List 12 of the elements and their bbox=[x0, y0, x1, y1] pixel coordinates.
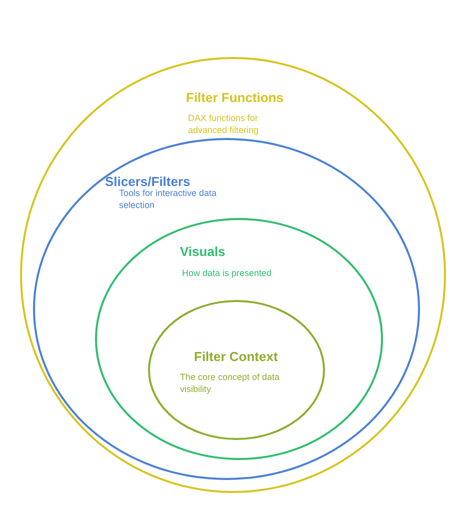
region-description: How data is presented bbox=[182, 267, 273, 279]
region-description: DAX functions for advanced filtering bbox=[188, 112, 260, 136]
circle-region bbox=[33, 138, 420, 480]
region-description: The core concept of data visibility bbox=[180, 371, 280, 395]
region-title: Visuals bbox=[180, 244, 226, 259]
circle-region bbox=[95, 218, 383, 460]
region-title: Filter Context bbox=[194, 349, 278, 364]
region-title: Slicers/Filters bbox=[105, 174, 190, 189]
circle-region bbox=[20, 57, 446, 493]
circle-region bbox=[148, 300, 325, 440]
region-title: Filter Functions bbox=[186, 90, 284, 105]
region-description: Tools for interactive data selection bbox=[119, 187, 218, 211]
